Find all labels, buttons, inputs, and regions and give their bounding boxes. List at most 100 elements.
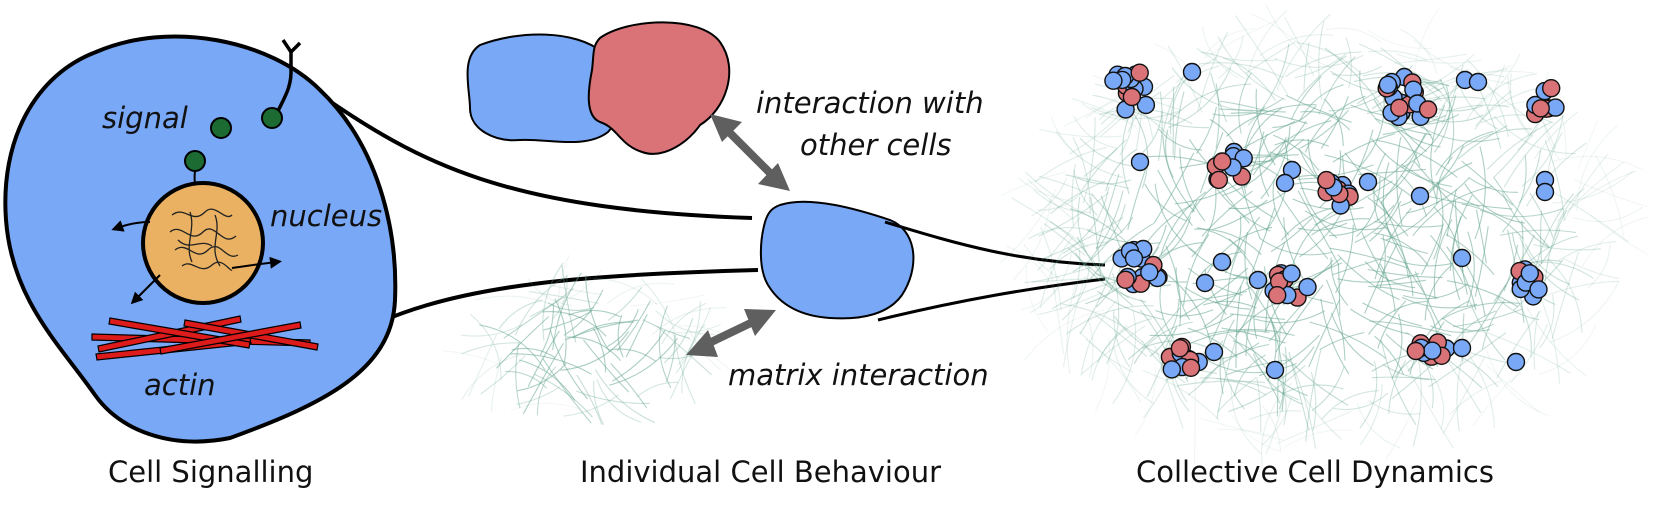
matrix-fibre (1272, 105, 1317, 128)
matrix-fibre (1435, 130, 1494, 176)
matrix-fibre (1050, 116, 1080, 158)
matrix-fibre (1414, 271, 1442, 329)
matrix-fibre (1549, 281, 1620, 343)
matrix-fibre (1402, 283, 1468, 300)
matrix-fibre (593, 380, 605, 425)
matrix-fibre (1333, 392, 1389, 410)
matrix-fibre (1475, 87, 1540, 127)
matrix-fibre (1097, 318, 1152, 363)
matrix-fibre (1337, 263, 1341, 316)
matrix-fibre (1090, 196, 1102, 277)
matrix-fibre (1090, 193, 1123, 234)
matrix-fibre (1204, 27, 1256, 56)
blue-cell-icon (1212, 252, 1232, 272)
matrix-fibre (585, 275, 611, 353)
blue-cell-icon (1275, 173, 1295, 193)
matrix-fibre (612, 329, 666, 382)
matrix-fibre (1573, 206, 1644, 223)
blue-cell-icon (1452, 338, 1472, 358)
matrix-fibre (1335, 224, 1354, 294)
matrix-fibre (1215, 187, 1271, 232)
matrix-interaction-arrow (686, 309, 776, 357)
matrix-fibre (1359, 360, 1378, 429)
matrix-fibre (1198, 62, 1284, 79)
matrix-fibre (1061, 303, 1144, 343)
matrix-fibre (1558, 240, 1617, 261)
matrix-fibre (1468, 177, 1519, 193)
matrix-fibre (1218, 428, 1271, 437)
matrix-fibre (1048, 241, 1108, 270)
matrix-fibre (1062, 275, 1087, 368)
matrix-fibre (1203, 358, 1297, 374)
matrix-fibre (568, 309, 621, 318)
matrix-fibre (1467, 59, 1509, 137)
matrix-fibre (1031, 257, 1118, 283)
matrix-fibre (514, 275, 568, 336)
matrix-fibre (1179, 148, 1206, 222)
matrix-fibre (560, 331, 630, 371)
matrix-fibre (1446, 104, 1510, 113)
matrix-fibre (1325, 279, 1346, 361)
matrix-fibre (1507, 75, 1534, 138)
matrix-fibre (1113, 346, 1155, 405)
matrix-fibre (1311, 366, 1345, 412)
matrix-fibre (1524, 243, 1571, 285)
matrix-fibre (1304, 95, 1366, 153)
matrix-fibre (1034, 146, 1108, 183)
matrix-fibre (1276, 13, 1332, 90)
red-cell-icon (1130, 63, 1149, 82)
matrix-fibre (1133, 113, 1149, 189)
matrix-fibre (1474, 146, 1486, 240)
matrix-fibre (617, 315, 624, 358)
matrix-fibre (1256, 377, 1262, 433)
matrix-fibre (609, 337, 678, 386)
matrix-fibre (1283, 217, 1306, 283)
blue-cell-icon (466, 33, 623, 144)
matrix-fibre (1318, 20, 1325, 100)
matrix-fibre (1405, 177, 1470, 214)
matrix-fibre (1426, 195, 1513, 210)
blue-cell-icon (1136, 95, 1156, 115)
matrix-fibre (1493, 176, 1550, 248)
matrix-fibre (665, 334, 676, 382)
matrix-fibre (1247, 43, 1290, 126)
matrix-fibre (1172, 86, 1175, 156)
matrix-fibre (1310, 371, 1317, 431)
matrix-fibre (1207, 328, 1295, 337)
matrix-fibre (1050, 180, 1106, 215)
actin-label: actin (144, 368, 216, 402)
matrix-fibre (672, 331, 696, 404)
matrix-fibre (1219, 108, 1287, 113)
matrix-fibre (1446, 246, 1477, 310)
matrix-fibre (1401, 95, 1457, 169)
matrix-fibre (1594, 154, 1625, 237)
matrix-fibre (594, 369, 656, 424)
matrix-fibre (1294, 53, 1347, 79)
matrix-fibre (1144, 183, 1187, 222)
matrix-fibre (1297, 172, 1338, 239)
matrix-fibre (681, 324, 706, 394)
matrix-fibre (663, 317, 694, 364)
matrix-fibre (1040, 216, 1124, 261)
matrix-fibre (1025, 171, 1099, 221)
matrix-fibre (1485, 364, 1540, 414)
matrix-fibre (1226, 358, 1292, 376)
matrix-fibre (1276, 410, 1352, 444)
matrix-fibre (1153, 152, 1195, 224)
matrix-fibre (1320, 298, 1350, 375)
matrix-fibre (1200, 418, 1284, 441)
matrix-fibre (1400, 145, 1465, 207)
matrix-fibre (1441, 301, 1520, 320)
cell-population (1104, 62, 1565, 380)
matrix-fibre (1217, 36, 1287, 101)
matrix-fibre (1464, 183, 1526, 224)
matrix-fibre (1072, 249, 1081, 299)
matrix-fibre (667, 323, 722, 334)
zoom-connector-top (326, 98, 753, 220)
signal-molecule-icon (184, 150, 206, 172)
matrix-fibre (1367, 30, 1432, 50)
matrix-fibre (480, 355, 526, 395)
matrix-fibre (1270, 217, 1313, 253)
matrix-fibre (1023, 244, 1060, 280)
matrix-fibre (1281, 384, 1344, 395)
